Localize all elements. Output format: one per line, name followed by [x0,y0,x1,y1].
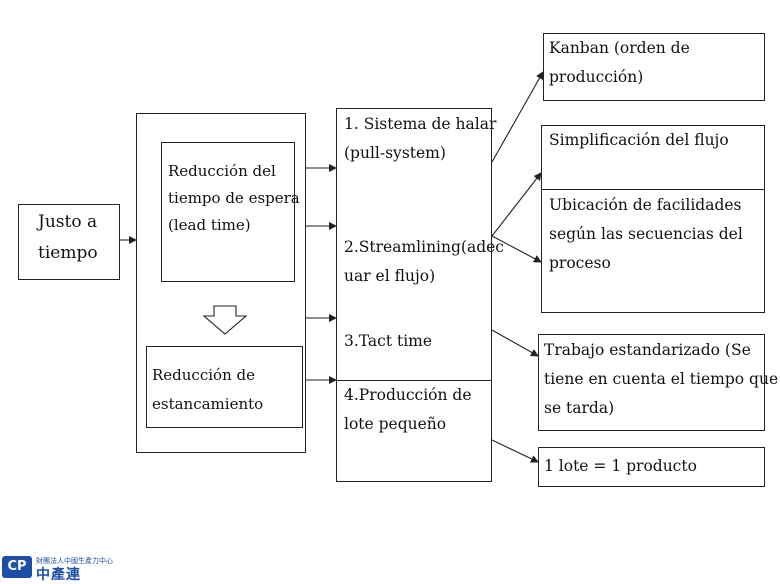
logo-small-text: 財團法人中國生產力中心 [36,557,113,565]
arrow-tact-to-standard [491,329,539,357]
jit-box [18,204,120,280]
tact-time-text: 3.Tact time [344,332,433,350]
flow-box [541,125,765,313]
logo-big-text: 中產連 [36,567,81,583]
flow-divider [541,189,765,190]
standard-work-box [538,334,765,431]
kanban-box [543,33,765,101]
arrow-lot-to-1lot [491,439,539,463]
methods-divider [336,380,492,381]
lot-box [538,447,765,487]
stagnation-box [146,346,303,428]
arrow-pull-to-kanban [491,71,544,163]
cpc-logo: CP 財團法人中國生產力中心 中產連 [0,555,118,583]
lot-text: 1 lote = 1 producto [544,457,697,475]
pull-system-text: 1. Sistema de halar(pull-system) [344,115,497,162]
methods-box [336,108,492,482]
lead-time-box [161,142,295,282]
simplify-flow-text: Simplificación del flujo [549,131,729,149]
arrow-stream-to-simplify [491,172,542,237]
logo-badge-icon: CP [2,556,32,578]
